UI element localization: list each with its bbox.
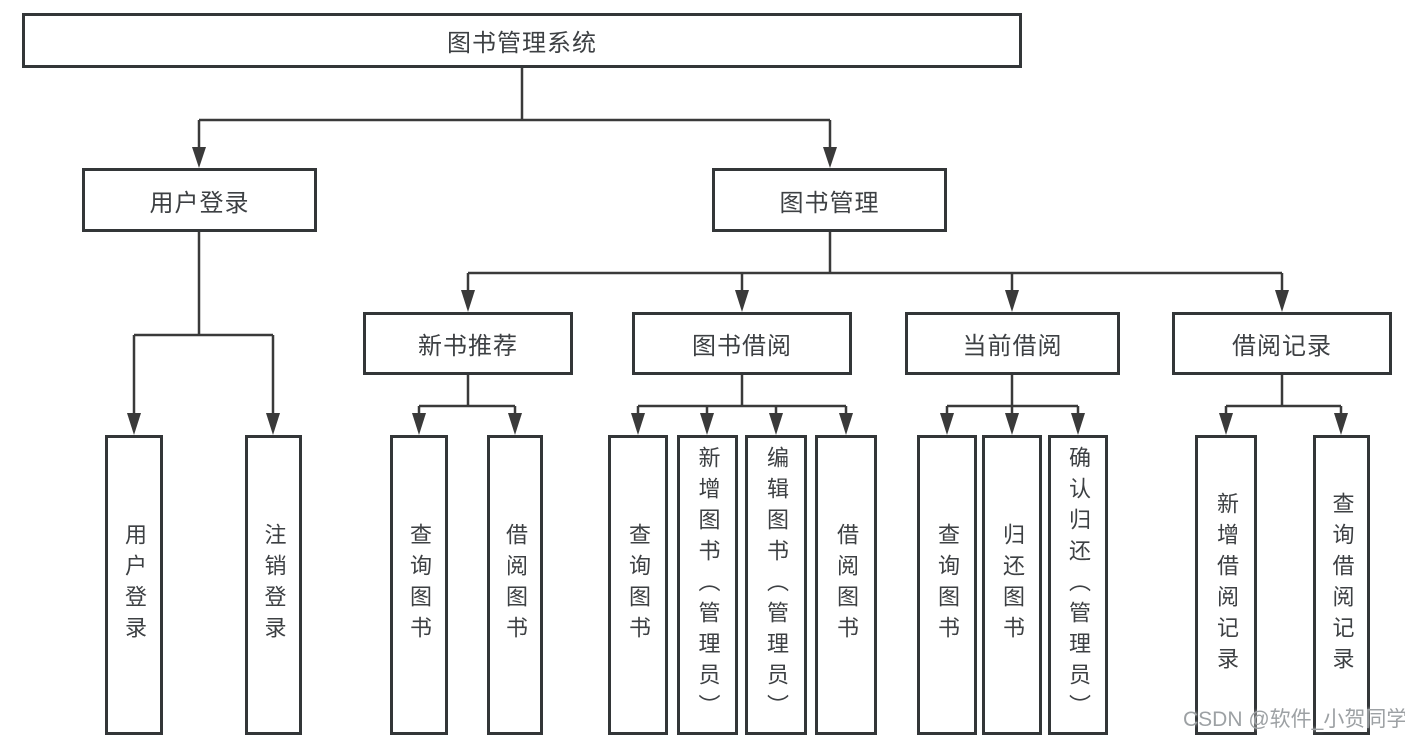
leaf-borrow-books-recommend-label: 借阅图书 bbox=[503, 523, 528, 647]
leaf-logout: 注销登录 bbox=[245, 435, 302, 735]
node-library-management-system: 图书管理系统 bbox=[22, 13, 1022, 68]
node-new-book-recommend-label: 新书推荐 bbox=[418, 333, 518, 360]
leaf-query-books-current-label: 查询图书 bbox=[935, 523, 960, 647]
node-current-borrow-label: 当前借阅 bbox=[962, 333, 1063, 360]
leaf-return-book-label: 归还图书 bbox=[1000, 523, 1025, 647]
node-book-management: 图书管理 bbox=[712, 168, 947, 232]
leaf-borrow-books-recommend: 借阅图书 bbox=[487, 435, 543, 735]
leaf-query-borrow-record: 查询借阅记录 bbox=[1313, 435, 1370, 735]
leaf-edit-book-admin-label: 编辑图书（管理员） bbox=[764, 445, 789, 725]
leaf-query-books-recommend: 查询图书 bbox=[390, 435, 448, 735]
leaf-add-book-admin: 新增图书（管理员） bbox=[677, 435, 738, 735]
leaf-borrow-books-label: 借阅图书 bbox=[834, 523, 859, 647]
leaf-user-login-label: 用户登录 bbox=[122, 523, 147, 647]
leaf-query-books-borrow-label: 查询图书 bbox=[626, 523, 651, 647]
leaf-edit-book-admin: 编辑图书（管理员） bbox=[745, 435, 807, 735]
node-current-borrow: 当前借阅 bbox=[905, 312, 1120, 375]
csdn-watermark: CSDN @软件_小贺同学 bbox=[1183, 708, 1405, 731]
leaf-logout-label: 注销登录 bbox=[261, 523, 287, 647]
node-borrow-records: 借阅记录 bbox=[1172, 312, 1392, 375]
leaf-borrow-books: 借阅图书 bbox=[815, 435, 877, 735]
node-book-borrow-label: 图书借阅 bbox=[692, 333, 792, 360]
leaf-query-borrow-record-label: 查询借阅记录 bbox=[1329, 492, 1355, 678]
arrowheads bbox=[127, 147, 1348, 435]
node-book-management-label: 图书管理 bbox=[779, 189, 880, 217]
leaf-add-borrow-record-label: 新增借阅记录 bbox=[1214, 492, 1239, 678]
node-library-management-system-label: 图书管理系统 bbox=[447, 30, 597, 57]
node-book-borrow: 图书借阅 bbox=[632, 312, 852, 375]
node-borrow-records-label: 借阅记录 bbox=[1232, 333, 1332, 360]
leaf-return-book: 归还图书 bbox=[982, 435, 1042, 735]
node-user-login: 用户登录 bbox=[82, 168, 317, 232]
leaf-add-borrow-record: 新增借阅记录 bbox=[1195, 435, 1257, 735]
leaf-confirm-return-admin-label: 确认归还（管理员） bbox=[1066, 445, 1091, 725]
leaf-query-books-borrow: 查询图书 bbox=[608, 435, 668, 735]
leaf-confirm-return-admin: 确认归还（管理员） bbox=[1048, 435, 1108, 735]
leaf-query-books-recommend-label: 查询图书 bbox=[407, 523, 432, 647]
leaf-add-book-admin-label: 新增图书（管理员） bbox=[695, 445, 721, 725]
leaf-user-login: 用户登录 bbox=[105, 435, 163, 735]
leaf-query-books-current: 查询图书 bbox=[917, 435, 977, 735]
node-new-book-recommend: 新书推荐 bbox=[363, 312, 573, 375]
node-user-login-label: 用户登录 bbox=[149, 189, 250, 217]
